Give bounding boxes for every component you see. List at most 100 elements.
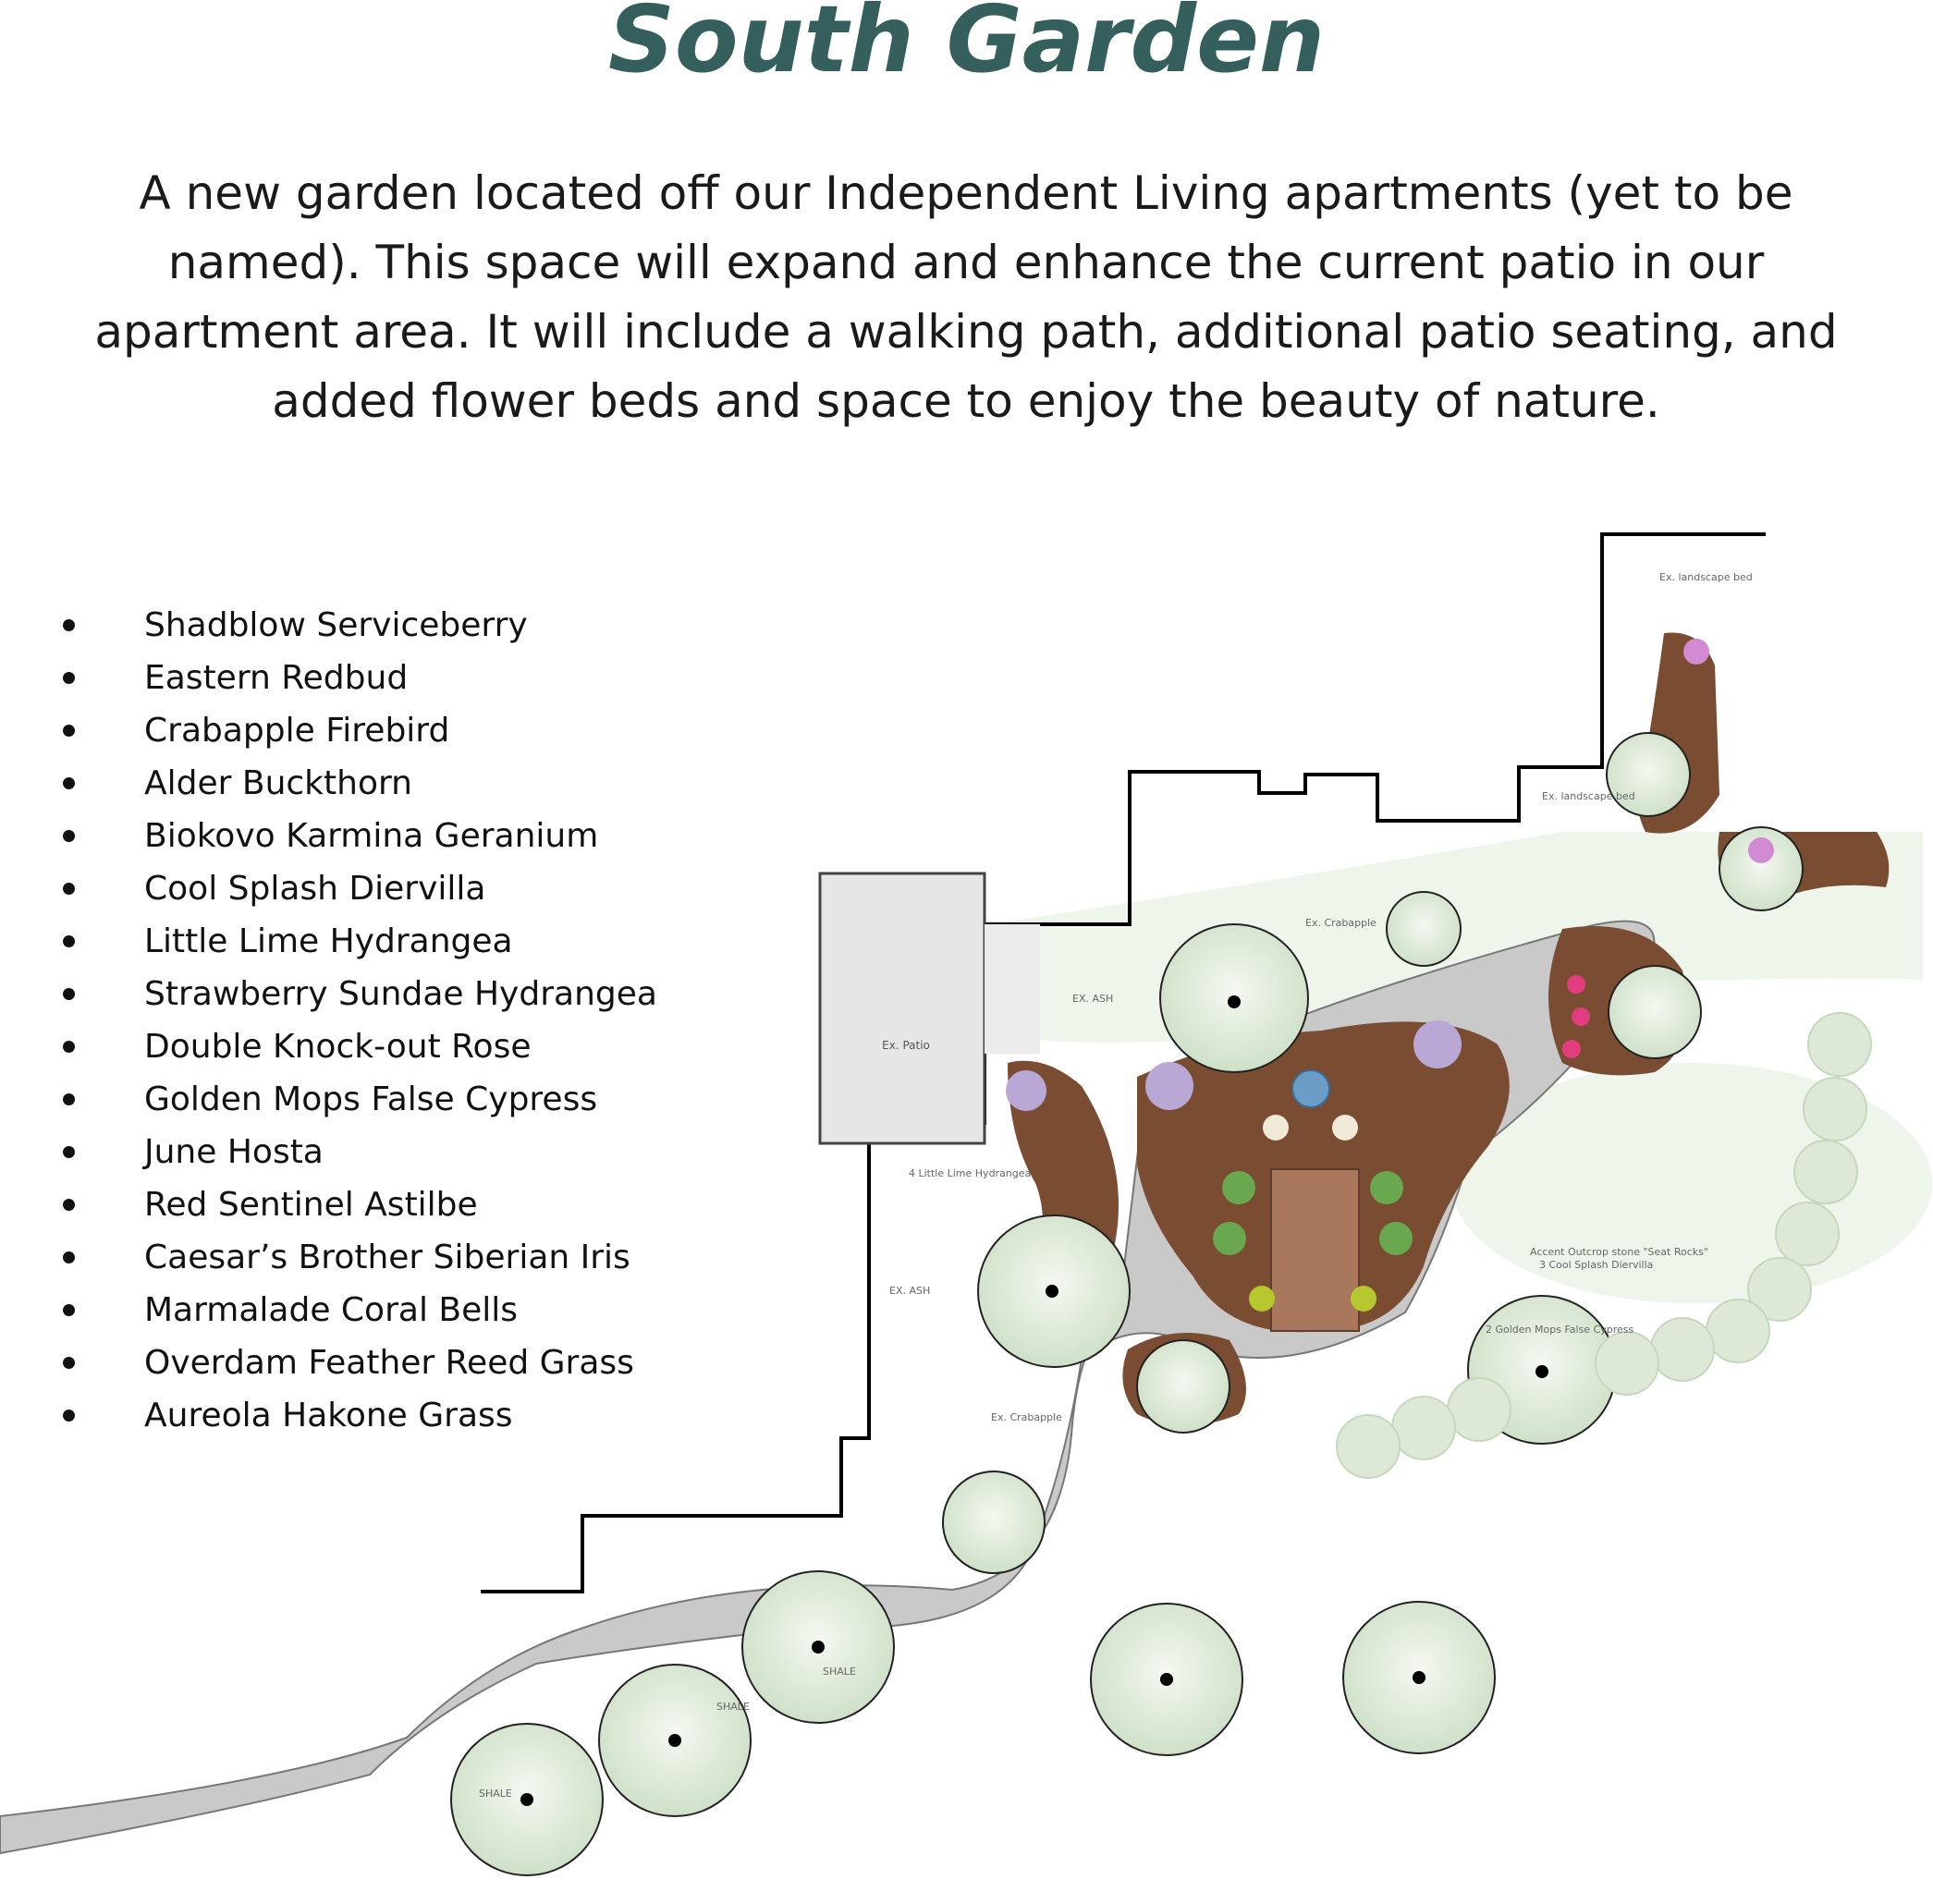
shrub [1807, 1012, 1872, 1077]
plan-label: SHALE [716, 1701, 750, 1713]
shrub [1747, 1257, 1812, 1322]
plant-name: Cool Splash Diervilla [144, 870, 486, 908]
plant-list-item: Alder Buckthorn [55, 757, 657, 810]
tree-trunk [668, 1734, 681, 1747]
plan-label: Ex. Crabapple [991, 1411, 1062, 1423]
shrub [1006, 1070, 1046, 1111]
plant-list-item: Strawberry Sundae Hydrangea [55, 968, 657, 1020]
shrub [1391, 1396, 1456, 1460]
plant-name: Golden Mops False Cypress [144, 1080, 598, 1118]
shrub [1748, 837, 1774, 863]
plant-name: Marmalade Coral Bells [144, 1291, 518, 1329]
plant-list-item: Marmalade Coral Bells [55, 1284, 657, 1336]
existing-patio [818, 872, 986, 1145]
shrub [1336, 1414, 1401, 1479]
tree-canopy [1608, 965, 1702, 1059]
bullet-icon [63, 1410, 75, 1422]
shrub [1567, 975, 1585, 994]
plant-name: Strawberry Sundae Hydrangea [144, 975, 657, 1013]
plant-name: Little Lime Hydrangea [144, 922, 513, 960]
shrub [1351, 1286, 1376, 1312]
shrub [1222, 1171, 1255, 1204]
tree-trunk [1228, 995, 1241, 1008]
bullet-icon [63, 988, 75, 1000]
bullet-icon [63, 1199, 75, 1211]
shrub [1793, 1140, 1858, 1204]
bullet-icon [63, 935, 75, 947]
plant-name: Shadblow Serviceberry [144, 606, 528, 644]
plan-label: Ex. landscape bed [1659, 571, 1753, 583]
plant-list-item: Double Knock-out Rose [55, 1020, 657, 1073]
plant-name: Biokovo Karmina Geranium [144, 817, 599, 855]
tree-canopy [942, 1471, 1046, 1574]
plan-label: 3 Cool Splash Diervilla [1539, 1259, 1653, 1271]
shrub [1650, 1317, 1715, 1382]
shrub [1775, 1202, 1840, 1266]
bullet-icon [63, 619, 75, 631]
bullet-icon [63, 1251, 75, 1263]
tree-trunk [1046, 1285, 1058, 1298]
plant-list-item: Red Sentinel Astilbe [55, 1178, 657, 1231]
bullet-icon [63, 1041, 75, 1053]
shrub [1145, 1062, 1193, 1110]
bullet-icon [63, 1357, 75, 1369]
plan-label: EX. ASH [889, 1285, 930, 1297]
bullet-icon [63, 1304, 75, 1316]
bullet-icon [63, 725, 75, 737]
plant-name: Double Knock-out Rose [144, 1028, 532, 1066]
patio-label: Ex. Patio [882, 1039, 930, 1052]
plant-list-item: Caesar’s Brother Siberian Iris [55, 1231, 657, 1284]
bullet-icon [63, 777, 75, 789]
garden-description: A new garden located off our Independent… [94, 166, 1838, 428]
bullet-icon [63, 1093, 75, 1105]
pergola [1270, 1168, 1360, 1332]
bullet-icon [63, 830, 75, 842]
plant-list-item: Overdam Feather Reed Grass [55, 1336, 657, 1389]
bullet-icon [63, 672, 75, 684]
shrub [1572, 1007, 1590, 1026]
tree-trunk [520, 1793, 533, 1806]
shrub [1447, 1377, 1511, 1442]
bullet-icon [63, 1146, 75, 1158]
shrub [1213, 1222, 1246, 1255]
shrub [1683, 639, 1709, 665]
tree-trunk [1160, 1673, 1173, 1686]
shrub [1332, 1115, 1358, 1141]
plan-label: Accent Outcrop stone "Seat Rocks" [1530, 1246, 1708, 1258]
shrub [1595, 1331, 1659, 1396]
shrub [1379, 1222, 1413, 1255]
plant-list-item: Eastern Redbud [55, 652, 657, 704]
shrub [1803, 1077, 1867, 1141]
page-title: South Garden [607, 0, 1326, 93]
shrub-row [1336, 1012, 1872, 1479]
flowering-shrubs [1006, 639, 1774, 1312]
plant-list-item: Little Lime Hydrangea [55, 915, 657, 968]
plan-label: EX. ASH [1072, 993, 1113, 1005]
garden-site-plan: Ex. Patio [0, 532, 1932, 1876]
plant-list-item: Aureola Hakone Grass [55, 1389, 657, 1442]
plan-label: 4 Little Lime Hydrangea [909, 1167, 1031, 1179]
tree-canopy [1719, 826, 1804, 911]
plant-name: Aureola Hakone Grass [144, 1397, 513, 1434]
shrub [1263, 1115, 1289, 1141]
tree-canopies [450, 732, 1804, 1876]
tree-canopy [1386, 891, 1462, 967]
tree-canopy [1606, 732, 1691, 817]
plant-list-item: Biokovo Karmina Geranium [55, 810, 657, 862]
plant-name: Overdam Feather Reed Grass [144, 1344, 634, 1382]
plan-label: 2 Golden Mops False Cypress [1486, 1324, 1634, 1336]
existing-patio [985, 924, 1040, 1054]
fountain [1291, 1069, 1330, 1108]
tree-trunk [1535, 1365, 1548, 1378]
tree-trunks [520, 995, 1548, 1806]
plant-name: Alder Buckthorn [144, 764, 412, 802]
plant-list-item: June Hosta [55, 1126, 657, 1178]
plan-label: Ex. landscape bed [1542, 790, 1635, 802]
tree-canopy [1136, 1339, 1230, 1434]
shrub [1706, 1299, 1770, 1363]
tree-trunk [1413, 1671, 1425, 1684]
plant-list-item: Cool Splash Diervilla [55, 862, 657, 915]
bullet-icon [63, 883, 75, 895]
shrub [1562, 1040, 1581, 1058]
plan-label: Ex. Crabapple [1305, 917, 1376, 929]
